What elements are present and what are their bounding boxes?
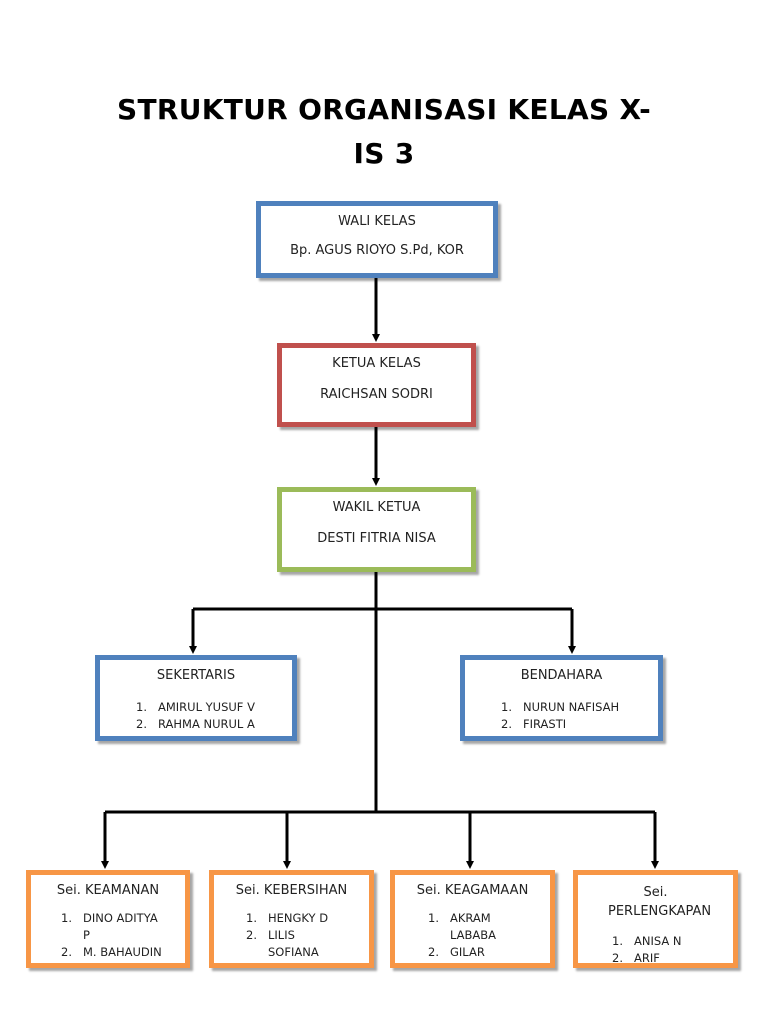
chart-title: STRUKTUR ORGANISASI KELAS X- IS 3 xyxy=(84,88,684,176)
member-name: GILAR xyxy=(450,945,485,959)
wakil-ketua-heading: WAKIL KETUA xyxy=(332,500,421,515)
bendahara-members: 1. NURUN NAFISAH 2. FIRASTI xyxy=(501,699,658,733)
title-line-2: IS 3 xyxy=(353,137,415,170)
list-number: 1. xyxy=(612,934,623,948)
bendahara-box: BENDAHARA 1. NURUN NAFISAH 2. FIRASTI xyxy=(460,655,663,741)
list-number: 2. xyxy=(136,717,147,731)
perlengkapan-members: 1. ANISA N 2. ARIF xyxy=(612,933,733,965)
list-item: 2. GILAR xyxy=(428,944,500,961)
keagamaan-heading: Sei. KEAGAMAAN xyxy=(416,883,529,898)
list-item: 2. FIRASTI xyxy=(501,716,658,733)
member-name: ARIF xyxy=(634,951,660,965)
kebersihan-heading: Sei. KEBERSIHAN xyxy=(235,883,348,898)
member-name: LILIS SOFIANA xyxy=(268,928,319,959)
member-name: M. BAHAUDIN xyxy=(83,945,162,959)
list-number: 1. xyxy=(501,700,512,714)
list-item: 1. DINO ADITYA P xyxy=(61,910,167,944)
sekertaris-box: SEKERTARIS 1. AMIRUL YUSUF V 2. RAHMA NURU… xyxy=(95,655,297,741)
ketua-kelas-name: RAICHSAN SODRI xyxy=(320,387,433,402)
ketua-kelas-heading: KETUA KELAS xyxy=(332,356,421,371)
wali-kelas-box: WALI KELAS Bp. AGUS RIOYO S.Pd, KOR xyxy=(256,201,498,278)
list-item: 2. ARIF xyxy=(612,950,733,965)
bendahara-heading: BENDAHARA xyxy=(520,668,603,683)
member-name: NURUN NAFISAH xyxy=(523,700,620,714)
sekertaris-members: 1. AMIRUL YUSUF V 2. RAHMA NURUL A xyxy=(136,699,292,733)
list-item: 2. LILIS SOFIANA xyxy=(246,927,329,961)
list-number: 2. xyxy=(501,717,512,731)
keamanan-members: 1. DINO ADITYA P 2. M. BAHAUDIN xyxy=(61,910,167,961)
list-item: 1. ANISA N xyxy=(612,933,733,950)
sekertaris-heading: SEKERTARIS xyxy=(156,668,236,683)
wakil-ketua-name: DESTI FITRIA NISA xyxy=(317,531,436,546)
member-name: ANISA N xyxy=(634,934,682,948)
list-number: 2. xyxy=(246,928,257,942)
list-number: 1. xyxy=(428,911,439,925)
keamanan-box: Sei. KEAMANAN 1. DINO ADITYA P 2. M. BAHAU… xyxy=(26,870,190,968)
list-number: 2. xyxy=(428,945,439,959)
keamanan-heading: Sei. KEAMANAN xyxy=(56,883,160,898)
list-item: 1. HENGKY D xyxy=(246,910,329,927)
ketua-kelas-box: KETUA KELAS RAICHSAN SODRI xyxy=(277,343,476,427)
list-number: 1. xyxy=(61,911,72,925)
perlengkapan-heading: Sei. PERLENGKAPAN xyxy=(608,885,712,919)
kebersihan-box: Sei. KEBERSIHAN 1. HENGKY D 2. LILIS SOFIA… xyxy=(209,870,374,968)
list-item: 2. M. BAHAUDIN xyxy=(61,944,167,961)
member-name: AMIRUL YUSUF V xyxy=(158,700,255,714)
member-name: HENGKY D xyxy=(268,911,329,925)
wakil-ketua-box: WAKIL KETUA DESTI FITRIA NISA xyxy=(277,487,476,572)
member-name: FIRASTI xyxy=(523,717,567,731)
list-item: 2. RAHMA NURUL A xyxy=(136,716,292,733)
member-name: DINO ADITYA P xyxy=(83,911,158,942)
perlengkapan-box: Sei. PERLENGKAPAN 1. ANISA N 2. ARIF xyxy=(573,870,738,968)
list-number: 1. xyxy=(246,911,257,925)
member-name: AKRAM LABABA xyxy=(450,911,497,942)
title-line-1: STRUKTUR ORGANISASI KELAS X- xyxy=(116,93,651,126)
kebersihan-members: 1. HENGKY D 2. LILIS SOFIANA xyxy=(246,910,329,961)
wali-kelas-name: Bp. AGUS RIOYO S.Pd, KOR xyxy=(290,243,464,258)
member-name: RAHMA NURUL A xyxy=(158,717,255,731)
list-item: 1. AMIRUL YUSUF V xyxy=(136,699,292,716)
list-number: 2. xyxy=(612,951,623,965)
list-item: 1. AKRAM LABABA xyxy=(428,910,500,944)
list-number: 2. xyxy=(61,945,72,959)
list-item: 1. NURUN NAFISAH xyxy=(501,699,658,716)
keagamaan-box: Sei. KEAGAMAAN 1. AKRAM LABABA 2. GILAR xyxy=(390,870,555,968)
wali-kelas-heading: WALI KELAS xyxy=(338,214,416,229)
keagamaan-members: 1. AKRAM LABABA 2. GILAR xyxy=(428,910,500,961)
list-number: 1. xyxy=(136,700,147,714)
